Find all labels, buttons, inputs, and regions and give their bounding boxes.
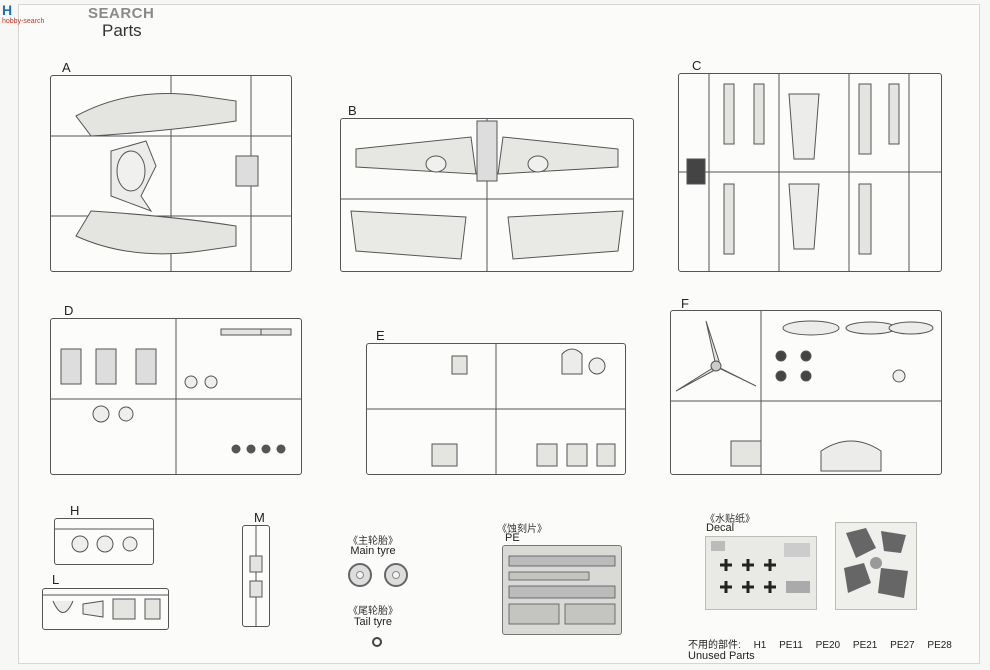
unused-parts-cn-label: 不用的部件: bbox=[688, 640, 741, 651]
logo-text: H bbox=[2, 2, 14, 18]
site-logo: H hobby-search bbox=[2, 2, 44, 25]
main-tyre-right bbox=[384, 563, 408, 587]
sprue-f-letter: F bbox=[681, 296, 689, 311]
sprue-c-letter: C bbox=[692, 58, 702, 73]
pe-cn-label: 《蚀刻片》 bbox=[497, 524, 547, 535]
decal-cn-label: 《水贴纸》 bbox=[705, 514, 755, 525]
logo-subtext: hobby-search bbox=[2, 18, 45, 25]
sprue-b-drawing bbox=[341, 119, 633, 271]
sprue-a-drawing bbox=[51, 76, 291, 271]
pe-fret-drawing bbox=[508, 555, 616, 625]
sprue-b bbox=[340, 118, 634, 272]
unused-part-5: PE27 bbox=[890, 640, 915, 651]
sprue-m bbox=[242, 525, 270, 627]
sprue-m-drawing bbox=[249, 526, 263, 626]
sprue-d bbox=[50, 318, 302, 475]
logo-search-word: SEARCH bbox=[88, 5, 155, 22]
tail-tyre bbox=[372, 637, 382, 647]
pe-label: PE bbox=[505, 532, 520, 544]
sprue-f bbox=[670, 310, 942, 475]
sprue-m-letter: M bbox=[254, 510, 265, 525]
decal-sheet-camouflage bbox=[835, 522, 917, 610]
sprue-h-letter: H bbox=[70, 503, 80, 518]
sprue-b-letter: B bbox=[348, 103, 357, 118]
decal-label: Decal bbox=[706, 522, 735, 534]
page-title: Parts bbox=[102, 21, 142, 40]
decal-sheet-drawing bbox=[711, 541, 810, 593]
sprue-a-letter: A bbox=[62, 60, 71, 75]
sprue-e-drawing bbox=[367, 344, 625, 474]
sprue-l bbox=[42, 588, 169, 630]
unused-parts-label: Unused Parts bbox=[688, 650, 755, 662]
tail-tyre-cn-label: 《尾轮胎》 bbox=[348, 606, 398, 617]
sprue-d-letter: D bbox=[64, 303, 74, 318]
pe-fret bbox=[502, 545, 622, 635]
decal-sheet bbox=[705, 536, 817, 610]
sprue-l-letter: L bbox=[52, 572, 60, 587]
main-tyre-left bbox=[348, 563, 372, 587]
main-tyre-cn-label: 《主轮胎》 bbox=[348, 536, 398, 547]
sprue-c-drawing bbox=[679, 74, 941, 271]
sprue-h bbox=[54, 518, 154, 565]
decal-camouflage-drawing bbox=[844, 528, 908, 598]
sprue-f-drawing bbox=[671, 311, 941, 474]
main-tyre-label: Main tyre bbox=[350, 545, 396, 557]
unused-parts-list: 不用的部件: H1 PE11 PE20 PE21 PE27 PE28 bbox=[688, 636, 962, 651]
sprue-l-drawing bbox=[43, 594, 168, 620]
unused-part-6: PE28 bbox=[927, 640, 952, 651]
sprue-c bbox=[678, 73, 942, 272]
unused-part-3: PE20 bbox=[815, 640, 841, 651]
unused-part-2: PE11 bbox=[779, 640, 803, 651]
sprue-e-letter: E bbox=[376, 328, 385, 343]
sprue-d-drawing bbox=[51, 319, 301, 474]
sprue-e bbox=[366, 343, 626, 475]
unused-part-1: H1 bbox=[753, 640, 767, 651]
sprue-a bbox=[50, 75, 292, 272]
unused-part-4: PE21 bbox=[852, 640, 878, 651]
sprue-h-drawing bbox=[55, 528, 153, 553]
tail-tyre-label: Tail tyre bbox=[354, 616, 392, 628]
